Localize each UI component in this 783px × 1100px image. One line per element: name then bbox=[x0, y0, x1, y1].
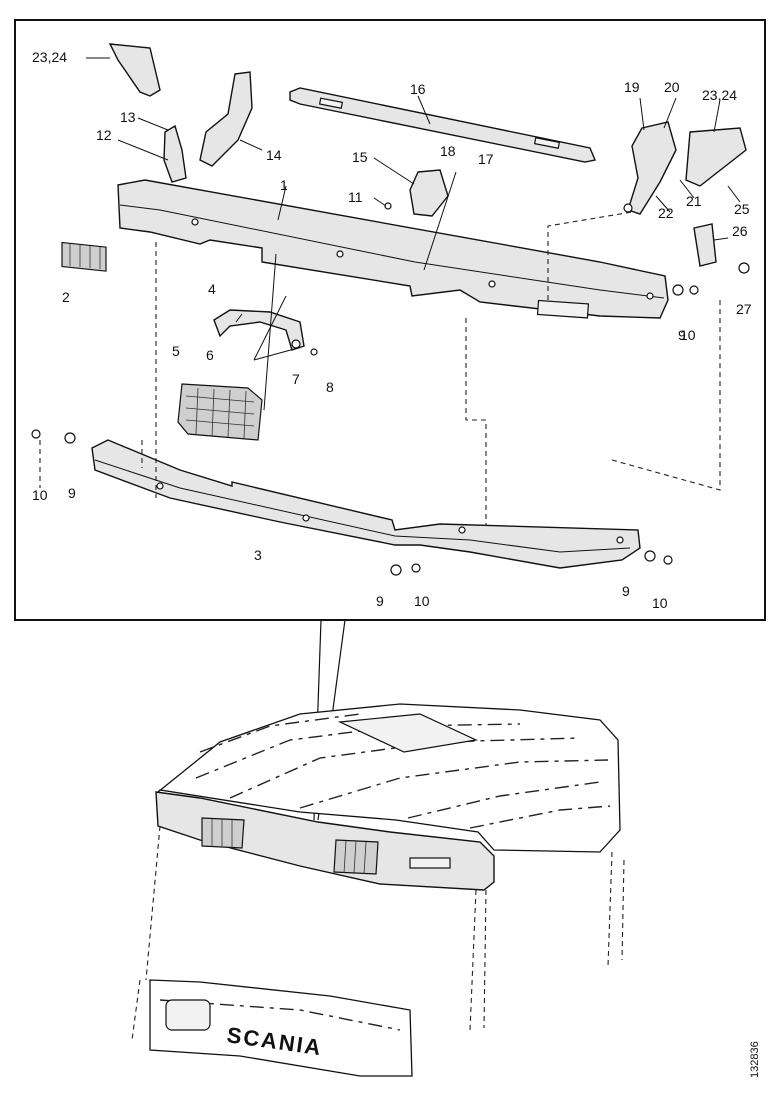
drawing-number: 132836 bbox=[749, 1041, 761, 1078]
grille-2 bbox=[61, 241, 107, 272]
callout-labels: 23,24 13 12 14 16 15 18 17 11 1 19 20 23… bbox=[32, 49, 752, 611]
alignment-lines bbox=[39, 211, 721, 526]
upper-trim-screw-b bbox=[336, 250, 344, 258]
callout-1: 1 bbox=[280, 177, 288, 193]
callout-27: 27 bbox=[736, 301, 752, 317]
callout-10-left: 10 bbox=[32, 487, 48, 503]
callout-10-upper-right: 10 bbox=[680, 327, 696, 343]
upper-trim-screw-a bbox=[191, 218, 199, 226]
callout-9-bottom-right: 9 bbox=[622, 583, 630, 599]
callout-23-24-left: 23,24 bbox=[32, 49, 67, 65]
upper-trim-screw-d bbox=[646, 292, 654, 300]
bracket-19-20 bbox=[627, 121, 677, 215]
lower-trim-edge bbox=[94, 459, 631, 553]
callout-18: 18 bbox=[440, 143, 456, 159]
callout-26: 26 bbox=[732, 223, 748, 239]
clip-26 bbox=[693, 223, 717, 267]
support-bar-slot-a bbox=[318, 97, 344, 109]
callout-9-upper-right: 9 bbox=[678, 327, 686, 343]
detail-frame bbox=[14, 19, 766, 621]
upper-trim-screw-c bbox=[488, 280, 496, 288]
lower-trim-screw-a bbox=[156, 482, 164, 490]
cab-illustration bbox=[131, 703, 625, 1077]
callout-2: 2 bbox=[62, 289, 70, 305]
latch-18 bbox=[409, 169, 449, 217]
clip-13 bbox=[163, 124, 187, 183]
callout-10-bottom-mid: 10 bbox=[414, 593, 430, 609]
callout-15: 15 bbox=[352, 149, 368, 165]
support-bar-slot-b bbox=[533, 137, 561, 149]
upper-trim-panel bbox=[117, 179, 669, 319]
callout-12: 12 bbox=[96, 127, 112, 143]
leader-lines bbox=[86, 57, 741, 411]
lower-trim-screw-b bbox=[302, 514, 310, 522]
callout-13: 13 bbox=[120, 109, 136, 125]
callout-5: 5 bbox=[172, 343, 180, 359]
callout-8: 8 bbox=[326, 379, 334, 395]
callout-7: 7 bbox=[292, 371, 300, 387]
callout-6: 6 bbox=[206, 347, 214, 363]
callout-9-bottom-mid: 9 bbox=[376, 593, 384, 609]
callout-17: 17 bbox=[478, 151, 494, 167]
cable-4 bbox=[213, 309, 305, 351]
callout-20: 20 bbox=[664, 79, 680, 95]
hinge-14 bbox=[199, 71, 253, 167]
bracket-23-24-left bbox=[108, 43, 161, 97]
callout-19: 19 bbox=[624, 79, 640, 95]
lower-trim-panel bbox=[91, 439, 641, 569]
upper-trim-slot bbox=[536, 299, 590, 319]
upper-trim-edge bbox=[119, 204, 665, 299]
fasteners bbox=[31, 202, 750, 576]
callout-22: 22 bbox=[658, 205, 674, 221]
bracket-23-24-right bbox=[685, 127, 747, 187]
callout-16: 16 bbox=[410, 81, 426, 97]
grille-5 bbox=[177, 383, 263, 441]
callout-23-24-right: 23,24 bbox=[702, 87, 737, 103]
callout-21: 21 bbox=[686, 193, 702, 209]
callout-3: 3 bbox=[254, 547, 262, 563]
callout-9-left: 9 bbox=[68, 485, 76, 501]
callout-14: 14 bbox=[266, 147, 282, 163]
callout-25: 25 bbox=[734, 201, 750, 217]
support-bar bbox=[289, 87, 596, 163]
lower-trim-screw-d bbox=[616, 536, 624, 544]
callout-10-bottom-right: 10 bbox=[652, 595, 668, 611]
callout-11: 11 bbox=[348, 189, 363, 205]
lower-trim-screw-c bbox=[458, 526, 466, 534]
callout-4: 4 bbox=[208, 281, 216, 297]
